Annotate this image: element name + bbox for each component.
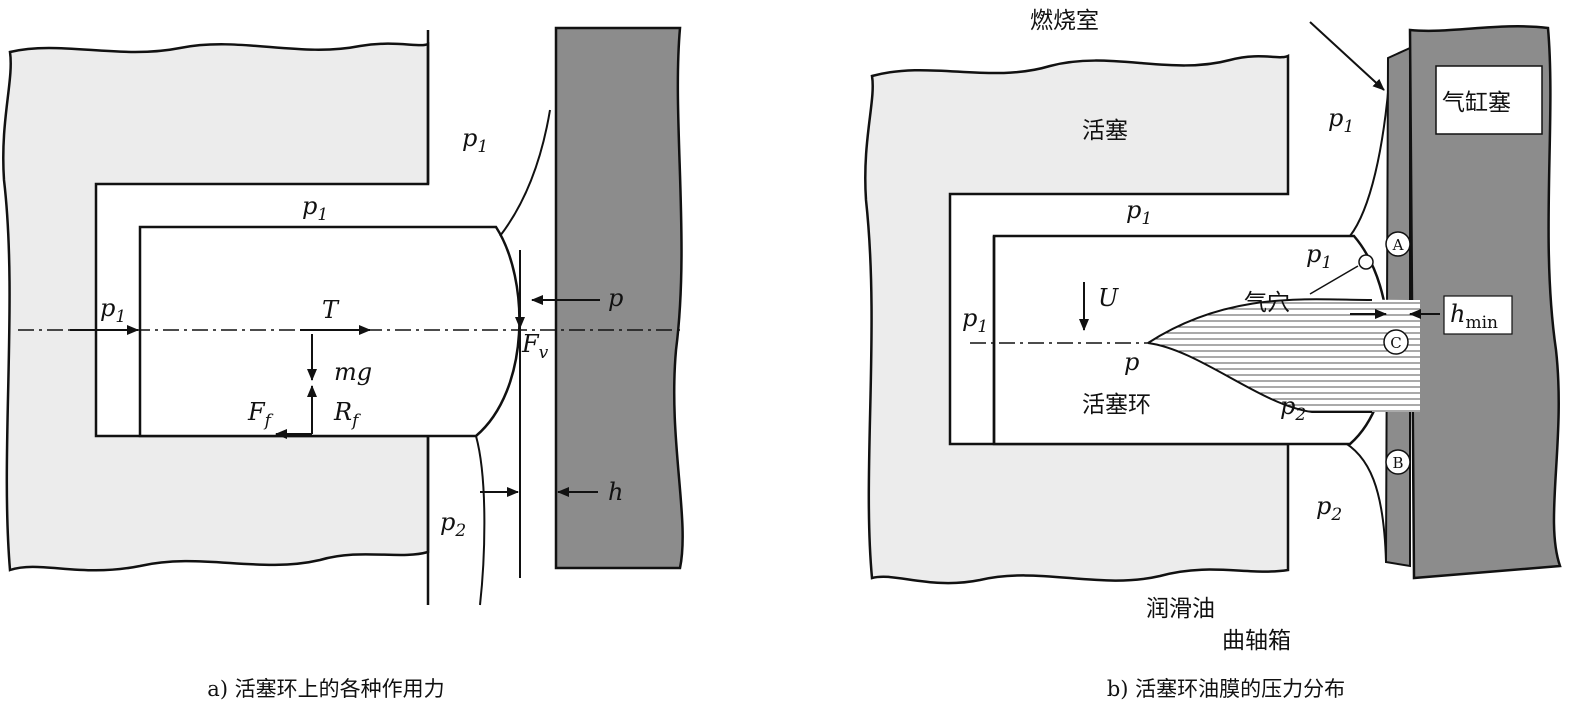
- oil-film-lower-a: [475, 435, 486, 606]
- label-p1-top-a: p1: [302, 192, 328, 225]
- label-piston-b: 活塞: [1082, 118, 1128, 144]
- label-B-b: B: [1392, 454, 1403, 472]
- diagram-b: 燃烧室 气缸塞 活塞 活塞环 气穴 润滑油 曲轴箱 p1 p1 p1 p1 U …: [864, 8, 1562, 701]
- label-p1-gap-a: p1: [462, 124, 488, 157]
- label-cavity-b: 气穴: [1244, 290, 1290, 316]
- caption-b: b) 活塞环油膜的压力分布: [1107, 677, 1345, 701]
- label-p1-top-b: p1: [1126, 196, 1152, 229]
- piston-ring-a: [138, 225, 521, 438]
- label-h-a: h: [608, 478, 623, 506]
- label-C-b: C: [1390, 334, 1401, 352]
- label-Rf-a: Rf: [333, 398, 361, 431]
- label-Ff-a: Ff: [247, 398, 274, 431]
- piston-body-a: [2, 41, 430, 572]
- oil-film-upper-a: [499, 109, 551, 237]
- label-mg-a: mg: [334, 358, 372, 386]
- label-p2-inner-b: p2: [1280, 392, 1306, 425]
- label-p1-inner-b: p1: [1306, 240, 1332, 273]
- label-p2-a: p2: [440, 508, 466, 541]
- label-p-center-b: p: [1124, 348, 1139, 376]
- label-p1-left-a: p1: [100, 294, 126, 327]
- combustion-pointer-b: [1309, 21, 1385, 91]
- label-ring-b: 活塞环: [1082, 392, 1151, 418]
- label-p-right-a: p: [608, 284, 623, 312]
- caption-a: a) 活塞环上的各种作用力: [207, 677, 444, 701]
- cavity-bubble-b: [1358, 254, 1374, 270]
- label-crankcase-b: 曲轴箱: [1222, 628, 1291, 654]
- label-A-b: A: [1392, 236, 1404, 254]
- label-Fv-a: Fv: [521, 330, 549, 363]
- point-C-b: [1383, 329, 1409, 355]
- label-cylinder-b: 气缸塞: [1442, 90, 1511, 116]
- label-lube-b: 润滑油: [1146, 596, 1215, 622]
- cylinder-wall-a: [554, 26, 684, 570]
- pressure-curve-b: [1147, 298, 1373, 413]
- label-p1-gap-b: p1: [1328, 104, 1354, 137]
- label-combustion-b: 燃烧室: [1030, 8, 1099, 34]
- label-p2-outer-b: p2: [1316, 492, 1342, 525]
- label-T-a: T: [322, 296, 340, 324]
- label-hmin-b: hmin: [1450, 300, 1498, 333]
- label-p1-left-b: p1: [962, 304, 988, 337]
- point-A-b: [1385, 231, 1411, 257]
- diagram-a: p1 p1 p1 p T mg Rf Ff Fv h p2 a) 活塞环上的各种…: [2, 26, 684, 701]
- label-U-b: U: [1098, 284, 1119, 312]
- point-B-b: [1385, 449, 1411, 475]
- piston-body-b: [864, 53, 1290, 585]
